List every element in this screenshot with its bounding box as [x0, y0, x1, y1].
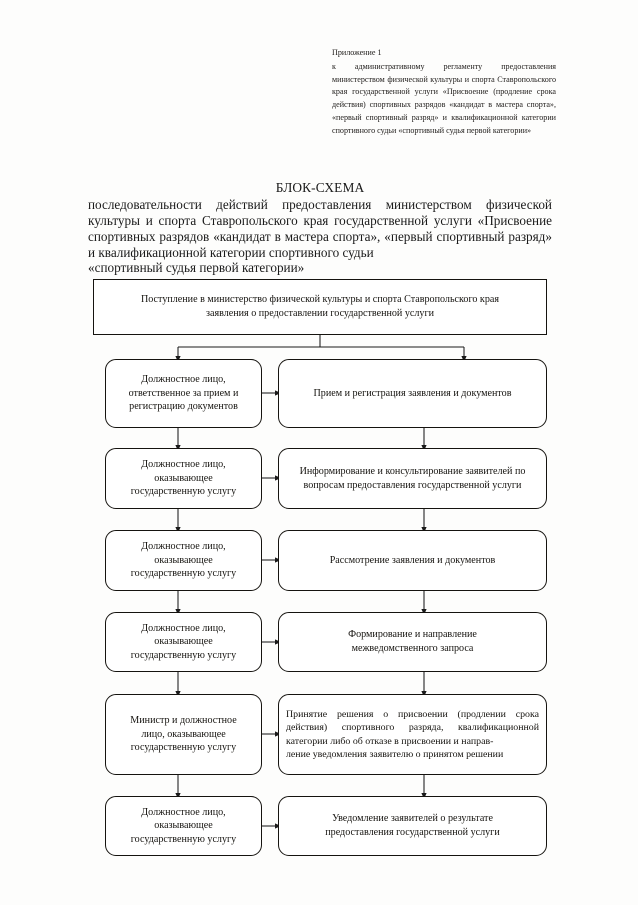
actor-4-line3: государственную услугу	[130, 649, 237, 661]
actor-3-line3: государственную услугу	[130, 568, 237, 580]
page-title: БЛОК-СХЕМА	[275, 180, 365, 195]
actor-2-line2: оказывающее	[154, 472, 213, 484]
actor-3-line2: оказывающее	[154, 554, 213, 566]
action-5-lastline: ление уведомления заявителю о принятом р…	[286, 748, 504, 760]
page-subtitle: последовательности действий предоставлен…	[88, 197, 552, 276]
flow-node-actor-1: Должностное лицо,ответственное за прием …	[105, 359, 262, 428]
flow-node-action-1: Прием и регистрация заявления и документ…	[278, 359, 547, 428]
page-subtitle-text: последовательности действий предоставлен…	[88, 197, 552, 260]
action-6-line2: предоставления государственной услуги	[325, 827, 500, 838]
actor-5-line1: Министр и должностное	[130, 715, 237, 727]
action-3-line1: Рассмотрение заявления и документов	[329, 554, 496, 566]
flow-node-action-4: Формирование и направление межведомственн…	[278, 612, 547, 672]
actor-4-line1: Должностное лицо,	[141, 622, 226, 634]
flow-node-start-line1: Поступление в министерство физической ку…	[140, 294, 500, 306]
action-2-line2: вопросам предоставления государственной …	[303, 479, 522, 491]
actor-5-line2: лицо, оказывающее	[141, 728, 226, 740]
appendix-reference-block: Приложение 1 к административному регламе…	[332, 47, 556, 137]
flow-node-start: Поступление в министерство физической ку…	[93, 279, 547, 335]
appendix-body-text: к административному регламенту предостав…	[332, 61, 556, 135]
action-2-line1: Информирование и консультирование заявит…	[299, 465, 526, 477]
actor-5-line3: государственную услугу	[130, 742, 237, 754]
action-4-line2: межведомственного запроса	[351, 643, 474, 654]
actor-1-line2: ответственное за прием и	[128, 387, 239, 399]
action-4-line1: Формирование и направление	[348, 629, 477, 641]
actor-6-line3: государственную услугу	[130, 833, 237, 845]
actor-2-line1: Должностное лицо,	[141, 459, 226, 471]
action-5-text: Принятие решения о присвоении (продлении…	[286, 708, 539, 747]
flow-node-action-2: Информирование и консультирование заявит…	[278, 448, 547, 509]
actor-1-line1: Должностное лицо,	[141, 374, 226, 386]
actor-6-line1: Должностное лицо,	[141, 806, 226, 818]
actor-2-line3: государственную услугу	[130, 486, 237, 498]
actor-4-line2: оказывающее	[154, 636, 213, 648]
flow-node-start-text: Поступление в министерство физической ку…	[101, 293, 539, 320]
flow-node-actor-3: Должностное лицо,оказывающее государствен…	[105, 530, 262, 591]
actor-6-line2: оказывающее	[154, 820, 213, 832]
action-1-line1: Прием и регистрация заявления и документ…	[313, 387, 512, 399]
page-subtitle-lastline: «спортивный судья первой категории»	[88, 260, 305, 276]
appendix-number: Приложение 1	[332, 48, 382, 57]
flow-node-start-line2: заявления о предоставлении государственн…	[205, 308, 435, 319]
actor-1-line3: регистрацию документов	[129, 401, 238, 413]
actor-3-line1: Должностное лицо,	[141, 541, 226, 553]
flow-node-action-6: Уведомление заявителей о результате предо…	[278, 796, 547, 856]
flow-node-action-5: Принятие решения о присвоении (продлении…	[278, 694, 547, 775]
action-6-line1: Уведомление заявителей о результате	[332, 813, 493, 825]
document-heading: БЛОК-СХЕМА последовательности действий п…	[88, 180, 552, 276]
flow-node-actor-2: Должностное лицо,оказывающее государствен…	[105, 448, 262, 509]
flow-node-action-3: Рассмотрение заявления и документов	[278, 530, 547, 591]
